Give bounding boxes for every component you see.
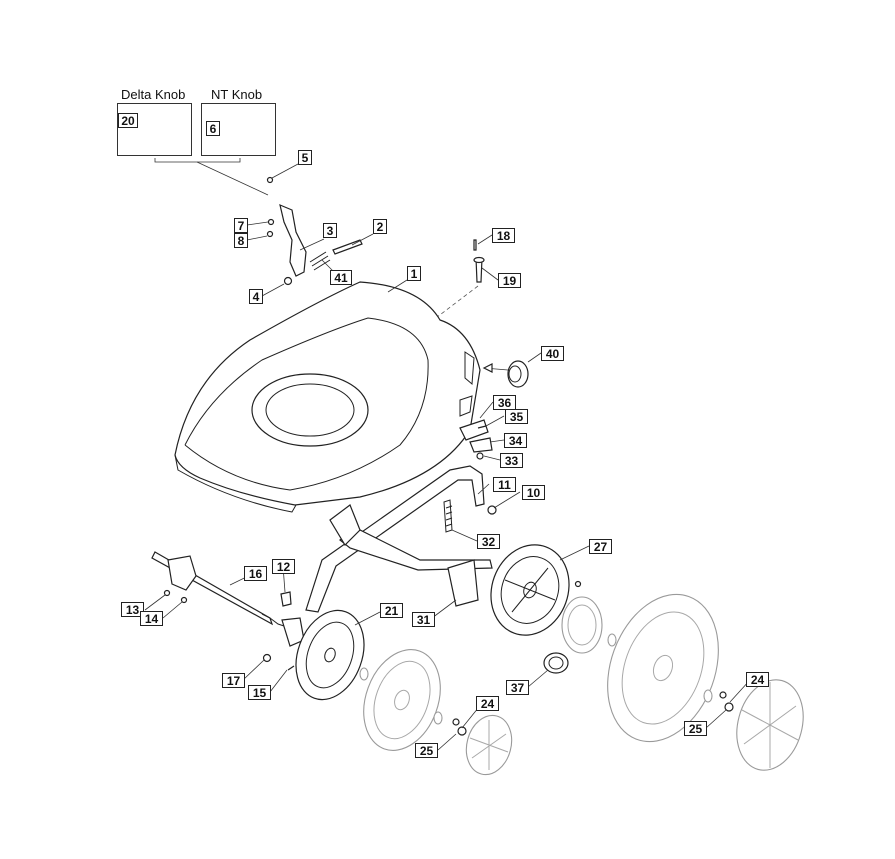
callout-35: 35	[505, 409, 528, 424]
callout-6: 6	[206, 121, 220, 136]
callout-41: 41	[330, 270, 352, 285]
callout-11: 11	[493, 477, 516, 492]
callout-3: 3	[323, 223, 337, 238]
callout-32: 32	[477, 534, 500, 549]
callout-24-rear: 24	[746, 672, 769, 687]
height-lever-assembly	[266, 176, 363, 286]
delta-knob-title: Delta Knob	[121, 87, 186, 102]
callout-10: 10	[522, 485, 545, 500]
front-hub-cap	[452, 714, 513, 776]
callout-15: 15	[248, 685, 271, 700]
callout-8: 8	[234, 233, 248, 248]
callout-14: 14	[140, 611, 163, 626]
front-axle	[151, 551, 305, 671]
variant-connector	[154, 158, 269, 196]
callout-12: 12	[272, 559, 295, 574]
pin-assembly	[419, 239, 485, 331]
callout-2: 2	[373, 219, 387, 234]
callout-33: 33	[500, 453, 523, 468]
rear-axle-frame	[305, 465, 497, 613]
mower-deck	[174, 281, 481, 513]
callout-25-front: 25	[415, 743, 438, 758]
delta-knob-box	[117, 103, 192, 156]
callout-17: 17	[222, 673, 245, 688]
callout-34: 34	[504, 433, 527, 448]
callout-20: 20	[118, 113, 138, 128]
rear-hub-cap	[719, 679, 804, 771]
callout-19: 19	[498, 273, 521, 288]
front-wheel-cover	[295, 609, 365, 701]
callout-27: 27	[589, 539, 612, 554]
callout-25-rear: 25	[684, 721, 707, 736]
callout-37: 37	[506, 680, 529, 695]
pinion-gear	[543, 652, 569, 674]
nt-knob-title: NT Knob	[211, 87, 263, 102]
callout-13: 13	[121, 602, 144, 617]
rear-wheel	[607, 593, 719, 743]
callout-36: 36	[493, 395, 516, 410]
callout-5: 5	[298, 150, 312, 165]
callout-7: 7	[234, 218, 248, 233]
callout-1: 1	[407, 266, 421, 281]
front-wheel	[359, 649, 443, 751]
callout-4: 4	[249, 289, 263, 304]
rear-drive-disc	[490, 544, 570, 636]
side-fittings	[459, 360, 529, 460]
gear-ring	[561, 580, 617, 654]
callout-18: 18	[492, 228, 515, 243]
callout-40: 40	[541, 346, 564, 361]
callout-31: 31	[412, 612, 435, 627]
callout-21: 21	[380, 603, 403, 618]
callout-16: 16	[244, 566, 267, 581]
callout-24-front: 24	[476, 696, 499, 711]
